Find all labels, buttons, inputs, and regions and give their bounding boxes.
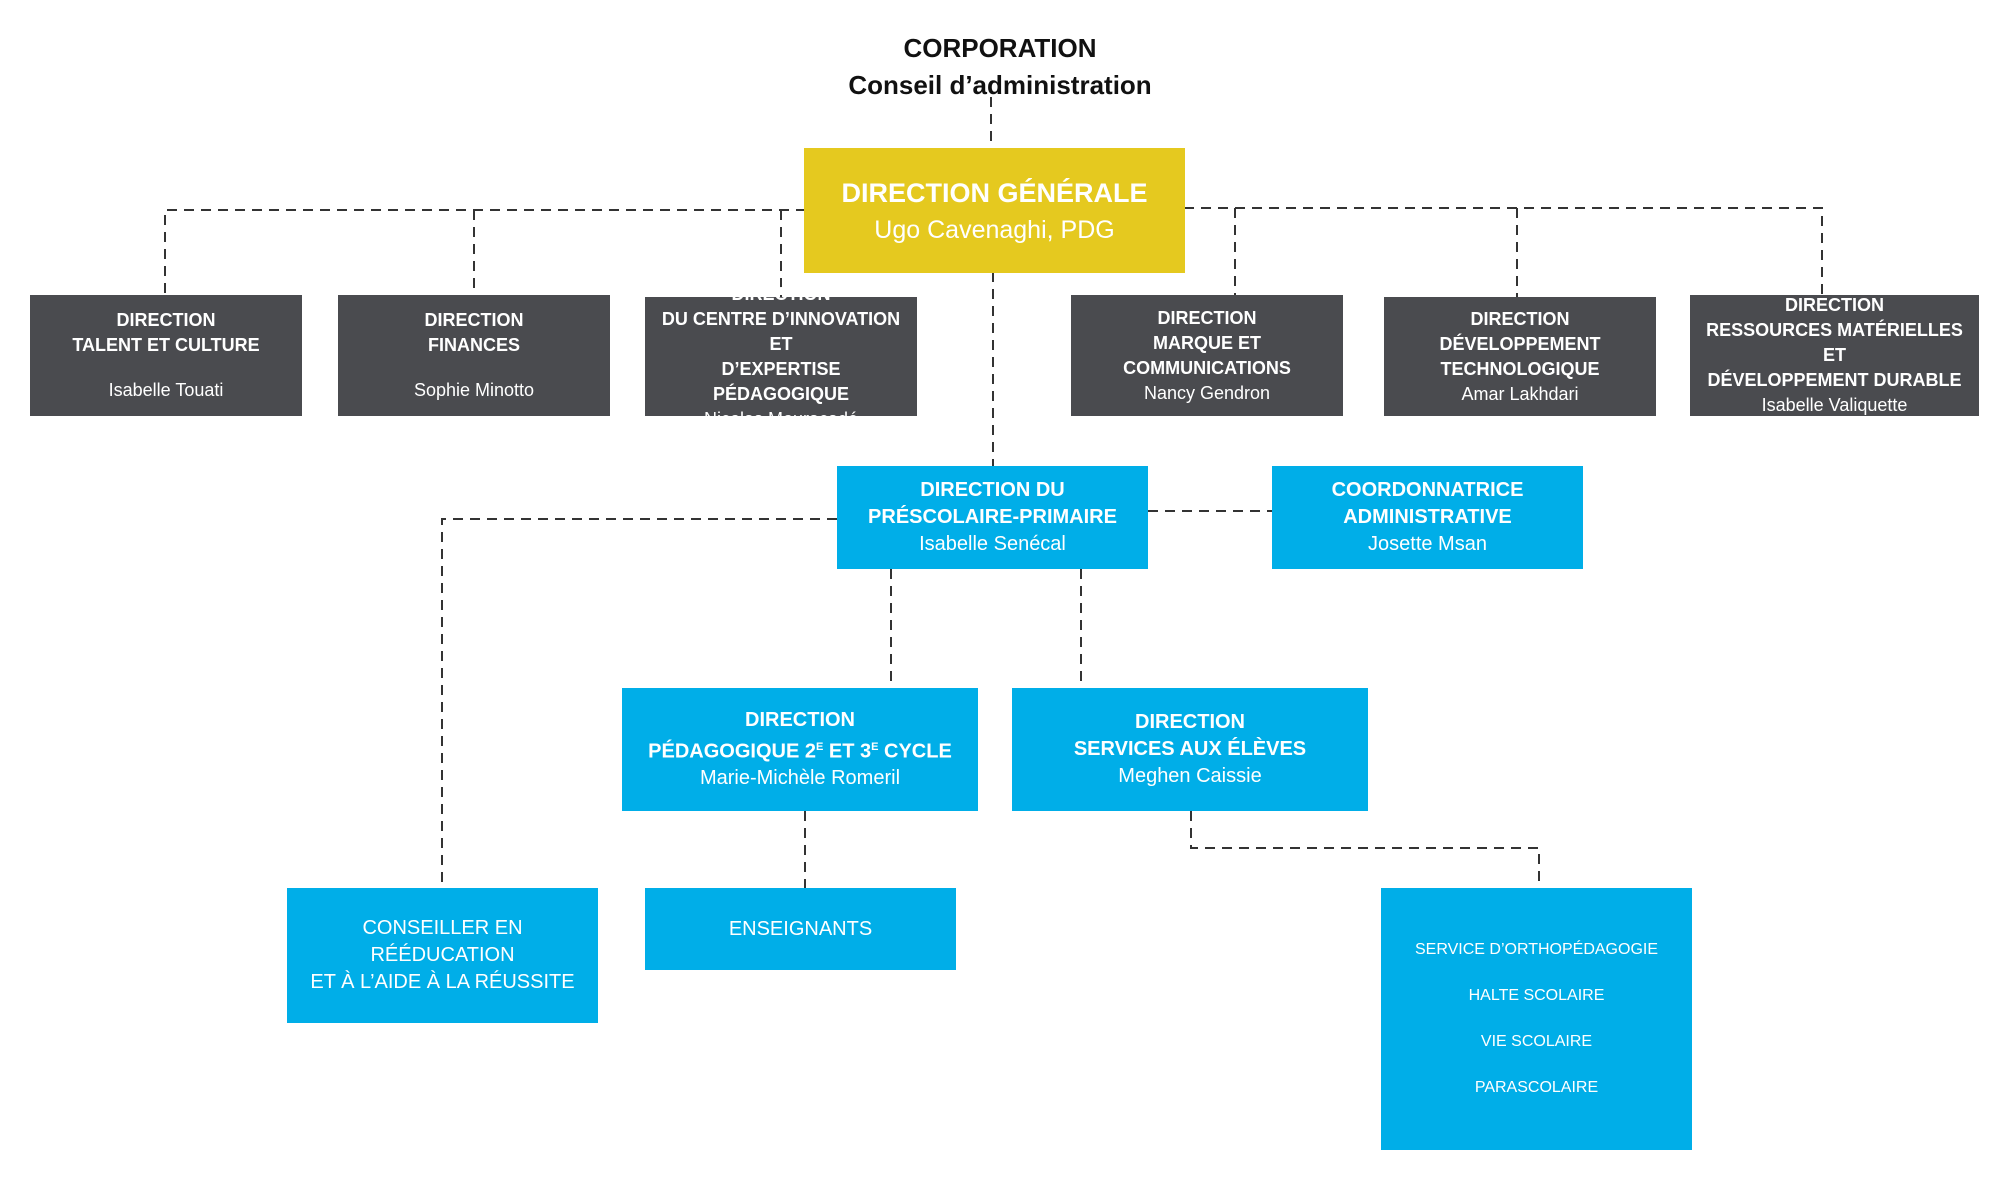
pedagogique-title-part-a: PÉDAGOGIQUE 2 <box>648 740 816 763</box>
services-list-box: SERVICE D’ORTHOPÉDAGOGIE HALTE SCOLAIRE … <box>1381 888 1692 1150</box>
pedagogique-title-line2: PÉDAGOGIQUE 2E ET 3E CYCLE <box>648 734 952 766</box>
direction-label: DIRECTION <box>731 283 831 304</box>
prescolaire-title-line2: PRÉSCOLAIRE-PRIMAIRE <box>868 506 1117 528</box>
direction-services-eleves-box: DIRECTION SERVICES AUX ÉLÈVES Meghen Cai… <box>1012 688 1368 811</box>
direction-label: DIRECTION <box>116 310 216 330</box>
service-orthopedagogie: SERVICE D’ORTHOPÉDAGOGIE <box>1414 941 1658 958</box>
direction-name: DU CENTRE D’INNOVATION ET <box>661 308 901 354</box>
direction-person: Isabelle Touati <box>108 380 224 400</box>
direction-name: FINANCES <box>427 335 520 355</box>
direction-name: TALENT ET CULTURE <box>72 335 260 355</box>
services-eleves-title-line2: SERVICES AUX ÉLÈVES <box>1073 738 1307 760</box>
corporation-header: CORPORATION Conseil d’administration <box>700 30 1300 104</box>
conseiller-line3: ET À L’AIDE À LA RÉUSSITE <box>310 971 575 993</box>
direction-generale-title: DIRECTION GÉNÉRALE <box>841 177 1148 208</box>
coordonnatrice-person: Josette Msan <box>1368 533 1487 555</box>
service-vie-scolaire: VIE SCOLAIRE <box>1480 1033 1593 1050</box>
direction-generale-person: Ugo Cavenaghi, PDG <box>874 215 1115 244</box>
services-eleves-title-line1: DIRECTION <box>1135 711 1245 733</box>
prescolaire-person: Isabelle Senécal <box>919 533 1066 555</box>
direction-name-line2: D’EXPERTISE PÉDAGOGIQUE <box>712 358 850 404</box>
direction-name: MARQUE ET <box>1153 332 1261 353</box>
board-title: Conseil d’administration <box>848 70 1152 100</box>
service-halte-scolaire: HALTE SCOLAIRE <box>1468 987 1605 1004</box>
direction-marque-box: DIRECTION MARQUE ET COMMUNICATIONS Nancy… <box>1071 295 1343 416</box>
enseignants-label: ENSEIGNANTS <box>728 917 873 940</box>
conseiller-box: CONSEILLER EN RÉÉDUCATION ET À L’AIDE À … <box>287 888 598 1023</box>
conseiller-line2: RÉÉDUCATION <box>370 944 515 966</box>
direction-finances-box: DIRECTION FINANCES Sophie Minotto <box>338 295 610 416</box>
connector-prescolaire-conseiller <box>441 518 837 888</box>
direction-generale-box: DIRECTION GÉNÉRALE Ugo Cavenaghi, PDG <box>804 148 1185 273</box>
pedagogique-sup-a: E <box>815 740 824 753</box>
pedagogique-title-line1: DIRECTION <box>745 708 855 731</box>
coordonnatrice-box: COORDONNATRICE ADMINISTRATIVE Josette Ms… <box>1272 466 1583 569</box>
pedagogique-person: Marie-Michèle Romeril <box>699 767 901 790</box>
direction-person: Nancy Gendron <box>1143 382 1271 403</box>
direction-developpement-box: DIRECTION DÉVELOPPEMENT TECHNOLOGIQUE Am… <box>1384 297 1656 416</box>
direction-innovation-box: DIRECTION DU CENTRE D’INNOVATION ET D’EX… <box>645 284 917 429</box>
direction-name: DÉVELOPPEMENT <box>1439 333 1601 354</box>
direction-label: DIRECTION <box>1785 295 1884 315</box>
connector-services-list <box>1190 811 1540 888</box>
direction-name-line2: COMMUNICATIONS <box>1123 357 1291 378</box>
direction-ressources-box: DIRECTION RESSOURCES MATÉRIELLES ET DÉVE… <box>1690 295 1979 416</box>
prescolaire-title-line1: DIRECTION DU <box>920 479 1065 501</box>
coordonnatrice-title-line1: COORDONNATRICE <box>1331 479 1524 501</box>
pedagogique-sup-b: E <box>871 740 879 753</box>
direction-name: RESSOURCES MATÉRIELLES ET <box>1706 320 1963 365</box>
pedagogique-title-part-b: ET 3 <box>823 740 872 763</box>
connector-dg-right-directions <box>1184 207 1823 295</box>
service-parascolaire: PARASCOLAIRE <box>1474 1079 1599 1096</box>
direction-label: DIRECTION <box>1470 308 1570 329</box>
enseignants-box: ENSEIGNANTS <box>645 888 956 970</box>
conseiller-line1: CONSEILLER EN <box>362 917 523 939</box>
corporation-title: CORPORATION <box>903 33 1097 63</box>
direction-person: Isabelle Valiquette <box>1761 395 1908 415</box>
direction-pedagogique-box: DIRECTION PÉDAGOGIQUE 2E ET 3E CYCLE Mar… <box>622 688 978 811</box>
direction-person: Nicolas Mouracadé <box>703 408 859 429</box>
direction-label: DIRECTION <box>1157 307 1257 328</box>
direction-talent-culture-box: DIRECTION TALENT ET CULTURE Isabelle Tou… <box>30 295 302 416</box>
direction-person: Amar Lakhdari <box>1461 383 1579 404</box>
connector-dg-left-directions <box>164 209 806 295</box>
pedagogique-title-part-c: CYCLE <box>878 740 952 763</box>
direction-label: DIRECTION <box>424 310 524 330</box>
coordonnatrice-title-line2: ADMINISTRATIVE <box>1343 506 1512 528</box>
direction-name-line2: DÉVELOPPEMENT DURABLE <box>1707 370 1962 390</box>
direction-person: Sophie Minotto <box>413 380 535 400</box>
direction-prescolaire-box: DIRECTION DU PRÉSCOLAIRE-PRIMAIRE Isabel… <box>837 466 1148 569</box>
services-eleves-person: Meghen Caissie <box>1118 765 1262 787</box>
direction-name-line2: TECHNOLOGIQUE <box>1440 358 1600 379</box>
